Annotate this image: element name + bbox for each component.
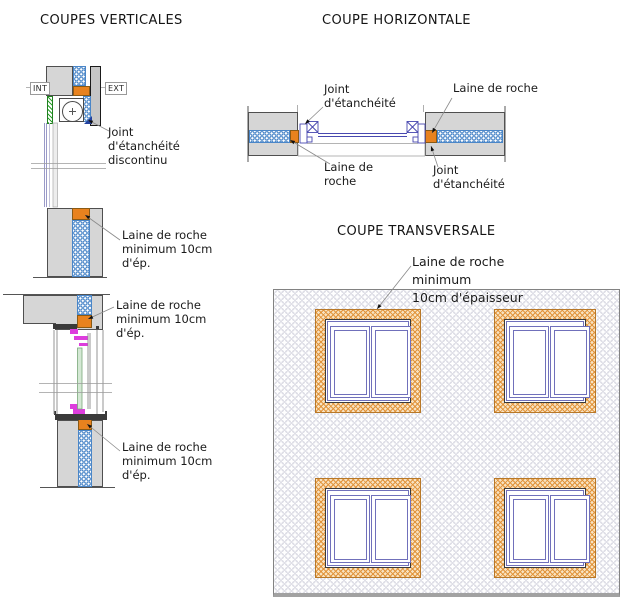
sill-end-tick (54, 411, 56, 415)
window-glazing (553, 498, 587, 560)
label-laine-d: Laine de roche minimum 10cm d'ép. (122, 440, 213, 483)
window-glazing (512, 329, 546, 395)
window-glazing (333, 329, 367, 395)
head-flashing-cap (53, 324, 77, 329)
facade-window (494, 478, 596, 578)
sealant-joint (425, 130, 437, 143)
roller-shutter-box (59, 98, 84, 122)
sealant-joint (78, 419, 92, 430)
window-sash-left (330, 495, 370, 563)
rockwool-insulation (249, 130, 290, 143)
sill-cap (55, 414, 107, 420)
int-side-tag: INT (30, 82, 51, 95)
sill-end-tick (105, 411, 107, 415)
window-frame-lines-upper (44, 122, 58, 208)
window-glazing (374, 498, 408, 560)
window-sash-right (550, 495, 590, 563)
head-flashing (74, 336, 88, 340)
title-coupes-verticales: COUPES VERTICALES (40, 13, 183, 28)
label-laine-b: Laine de roche minimum 10cm d'ép. (122, 228, 213, 271)
window-sash-right (550, 326, 590, 398)
rockwool-insulation (78, 430, 92, 487)
window-glazing (374, 329, 408, 395)
window-glazing (512, 498, 546, 560)
title-coupe-horizontale: COUPE HORIZONTALE (322, 13, 471, 28)
label-laine-top: Laine de roche (453, 81, 538, 95)
facade-window (494, 309, 596, 413)
axis-mark (72, 107, 73, 115)
window-sash-left (509, 495, 549, 563)
facade-window (315, 309, 421, 413)
sealant-joint (290, 130, 299, 143)
break-lines (31, 163, 106, 169)
break-lines (39, 383, 112, 393)
roller-shutter-drum (62, 101, 83, 122)
ext-side-tag: EXT (105, 82, 128, 95)
rockwool-insulation (72, 220, 90, 277)
label-joint-discontinu: Joint d'étanchéité discontinu (108, 125, 180, 168)
window-sash-left (509, 326, 549, 398)
reveal-edge-mark (96, 326, 99, 329)
facade-window (315, 478, 421, 578)
label-joint-top: Joint d'étanchéité (324, 82, 396, 111)
window-glazing (553, 329, 587, 395)
title-coupe-transversale: COUPE TRANSVERSALE (337, 224, 496, 239)
lintel-wall (46, 66, 73, 96)
window-sash-right (371, 326, 411, 398)
head-flashing (70, 329, 78, 334)
window-glazing (333, 498, 367, 560)
label-laine-transversale: Laine de roche minimum 10cm d'épaisseur (412, 254, 523, 305)
head-flashing (79, 343, 88, 346)
sealant-joint (77, 315, 92, 328)
window-sash-left (330, 326, 370, 398)
label-laine-bottom: Laine de roche (324, 160, 374, 189)
label-laine-c: Laine de roche minimum 10cm d'ép. (116, 298, 207, 341)
sealant-joint (73, 86, 90, 96)
label-joint-bottom: Joint d'étanchéité (433, 163, 505, 192)
rockwool-insulation (73, 66, 86, 86)
sill-flashing (73, 409, 85, 414)
rockwool-insulation (437, 130, 503, 143)
insulated-facade-panel (273, 289, 620, 597)
window-sash-right (371, 495, 411, 563)
sealant-joint (72, 208, 90, 220)
sill-flashing (70, 404, 78, 409)
interior-finish-strip (47, 96, 53, 124)
discontinuous-joint-marker (84, 116, 92, 124)
rockwool-insulation (77, 295, 92, 315)
